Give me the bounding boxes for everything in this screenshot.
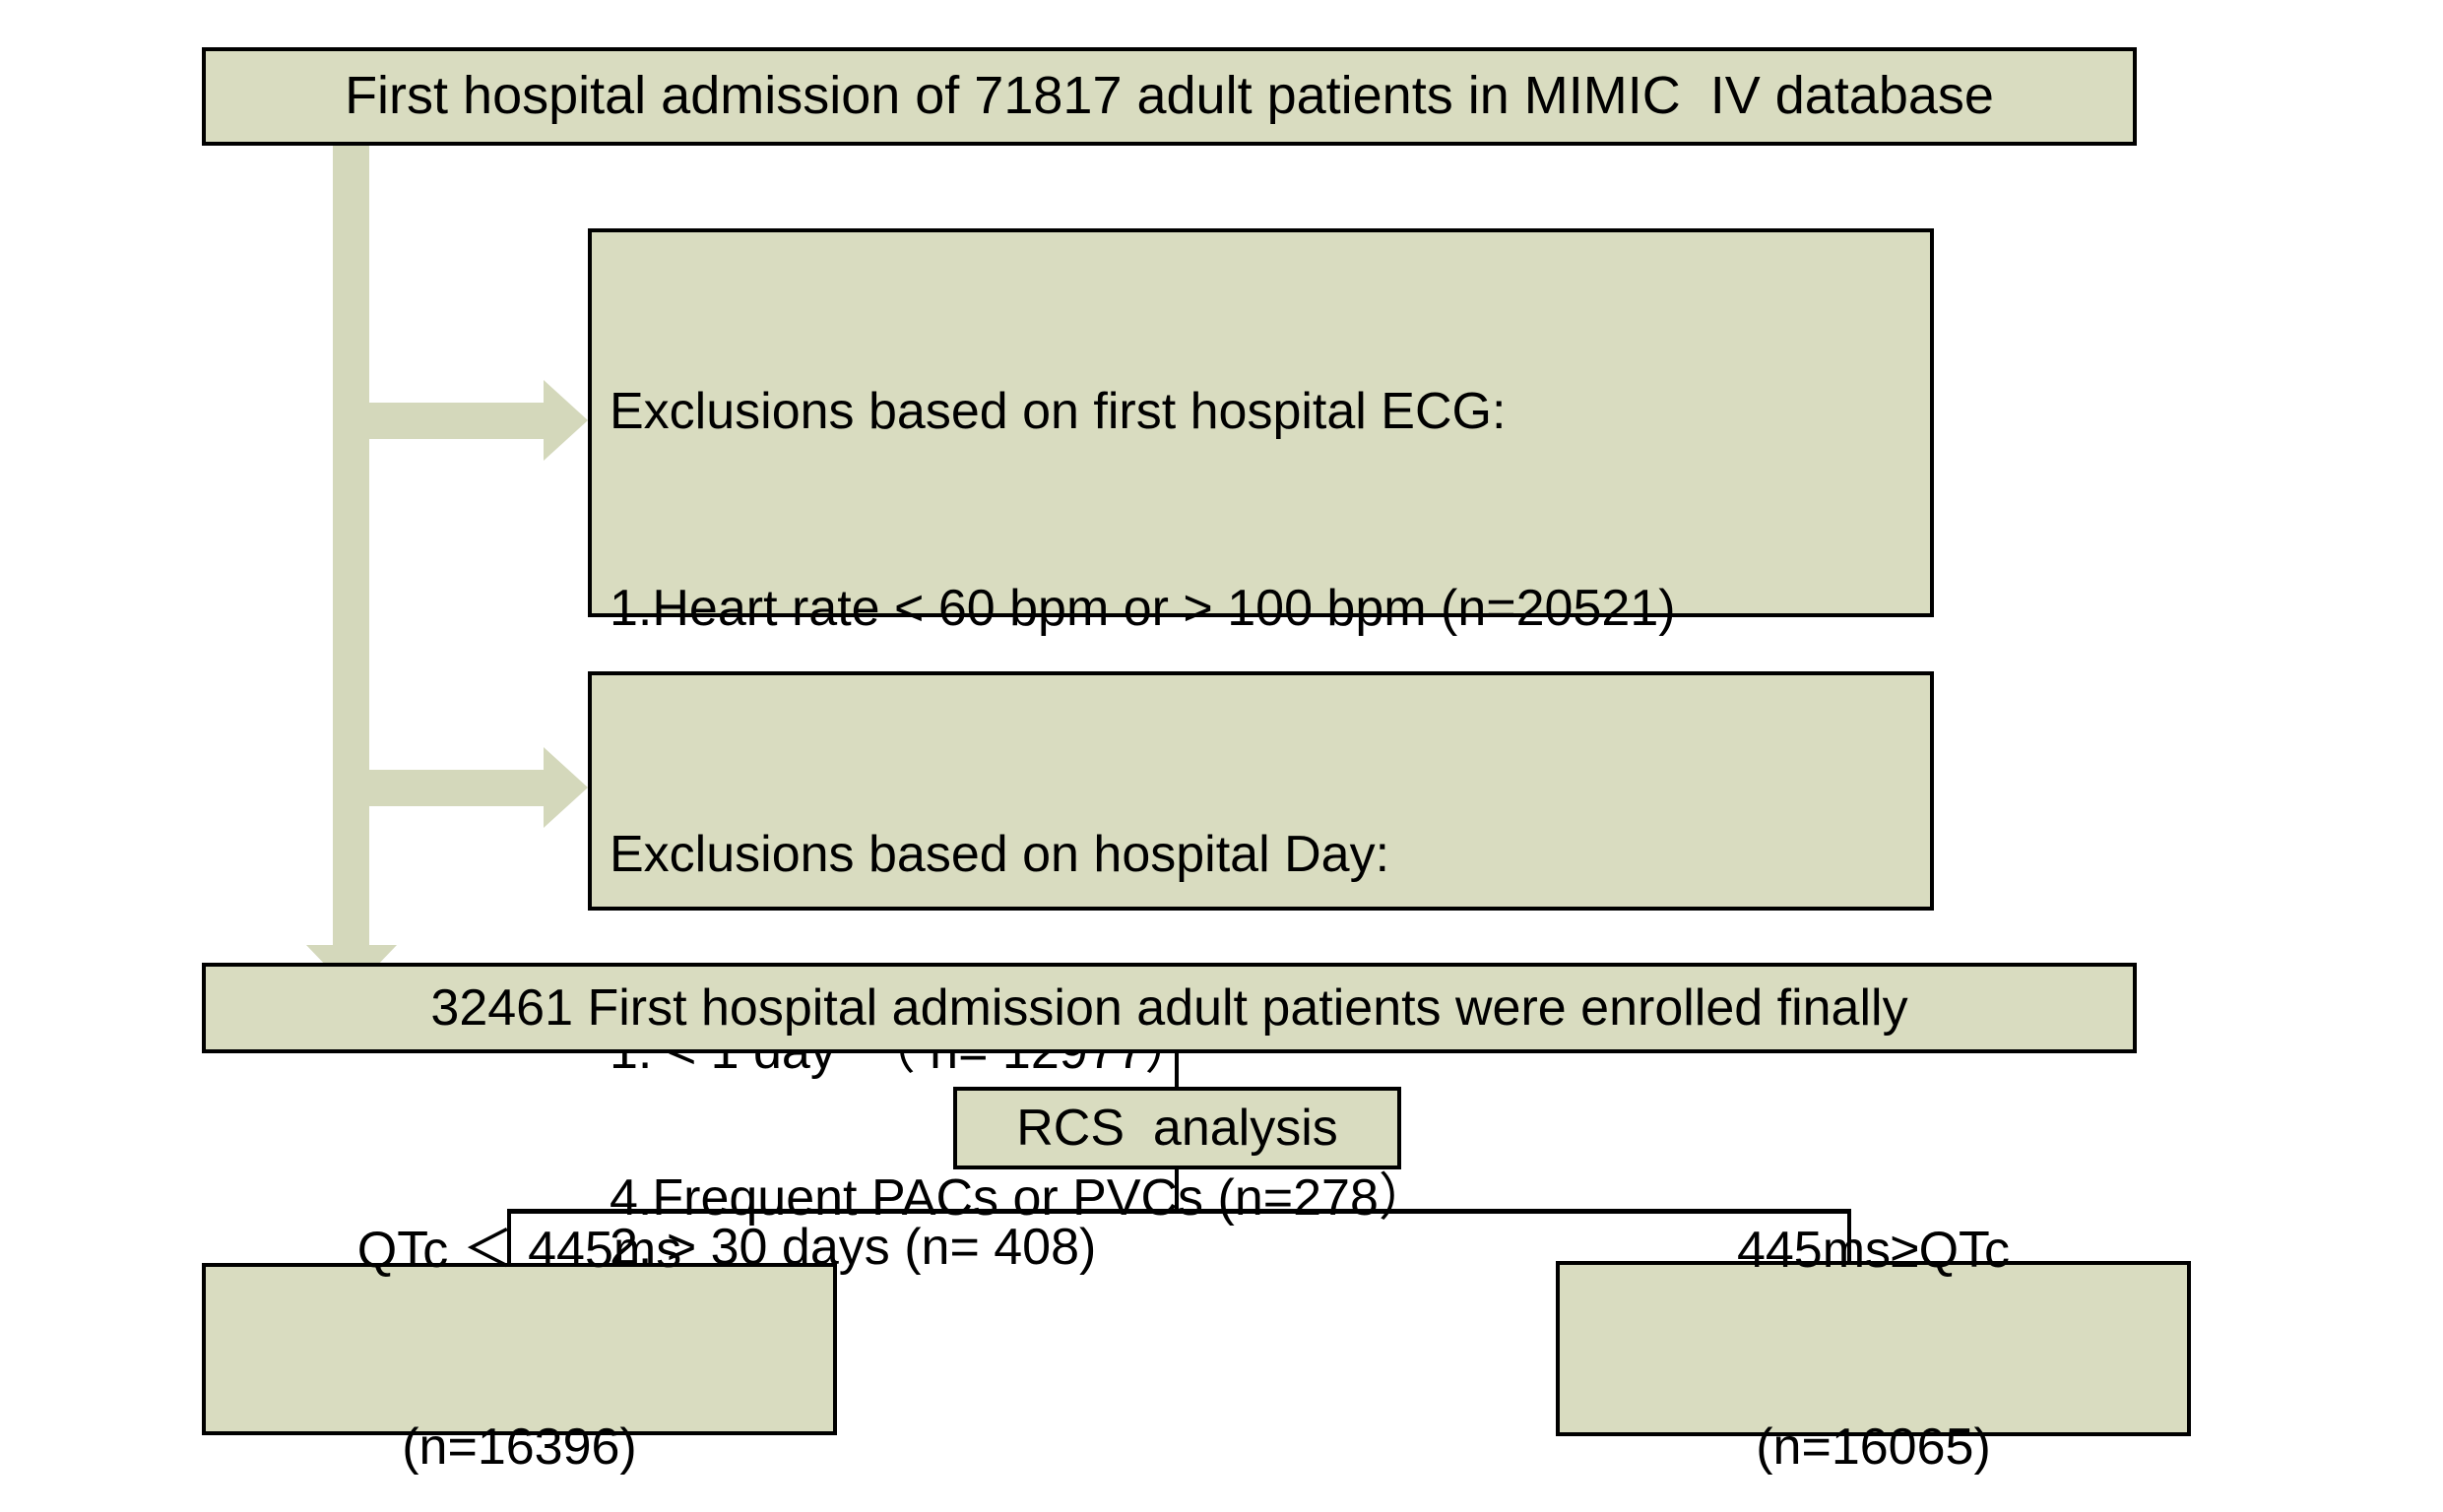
qtc-low-condition: QTc ＜ 445ms [356,1222,682,1280]
connector-split-horizontal [507,1209,1851,1214]
node-exclusions-hospital-day: Exclusions based on hospital Day: 1. < 1… [588,671,1934,1276]
node-qtc-above-threshold: 445ms≥QTc (n=16065) [1556,1222,2191,1476]
node-total-admissions-label: First hospital admission of 71817 adult … [345,66,1994,126]
connector-to-qtc-high [1847,1212,1851,1263]
exclusion-day-arrow-shaft [369,770,551,806]
connector-to-qtc-low [507,1212,511,1265]
exclusion-day-arrow-head-icon [544,747,588,828]
connector-enrolled-to-analysis [1175,1053,1179,1089]
node-exclusions-ecg: Exclusions based on first hospital ECG: … [588,228,1934,1227]
qtc-high-condition: 445ms≥QTc [1736,1221,2011,1279]
main-flow-arrow-shaft [333,146,369,984]
node-total-admissions: First hospital admission of 71817 adult … [202,47,2137,146]
node-enrolled-patients-label: 32461 First hospital admission adult pat… [430,978,1908,1037]
exclusions-ecg-heading: Exclusions based on first hospital ECG: [610,383,1507,441]
exclusions-day-heading: Exclusions based on hospital Day: [610,826,1390,884]
exclusion-ecg-arrow-shaft [369,403,551,439]
qtc-low-count: (n=16396) [402,1418,637,1477]
qtc-high-count: (n=16065) [1756,1418,1991,1476]
exclusion-ecg-arrow-head-icon [544,380,588,461]
connector-analysis-down [1175,1169,1179,1211]
node-qtc-below-threshold: QTc ＜ 445ms (n=16396) [202,1222,837,1476]
node-rcs-analysis: RCS analysis [953,1087,1401,1169]
exclusions-ecg-item-4: 4.Frequent PACs or PVCs (n=278） [610,1168,1430,1227]
node-enrolled-patients: 32461 First hospital admission adult pat… [202,963,2137,1053]
node-rcs-analysis-label: RCS analysis [1016,1099,1338,1157]
exclusions-ecg-item-1: 1.Heart rate < 60 bpm or > 100 bpm (n=20… [610,579,1676,637]
